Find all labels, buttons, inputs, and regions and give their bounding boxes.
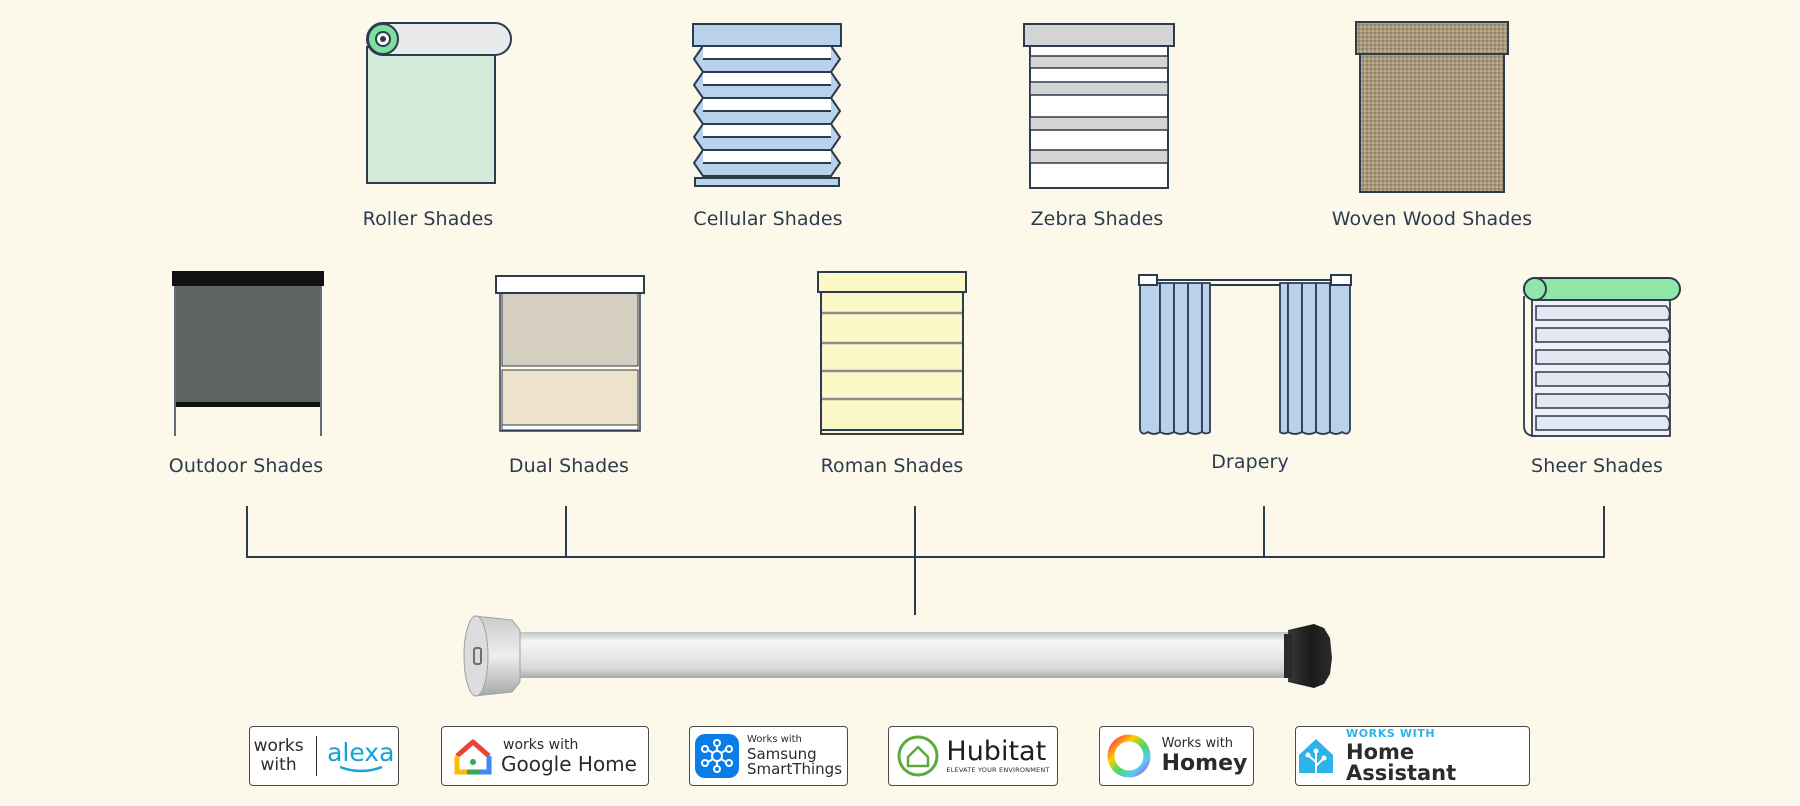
- google-works-with-text: works with: [503, 737, 579, 753]
- dual-shade-icon: [495, 275, 645, 432]
- alexa-smile-icon: [339, 765, 383, 772]
- roller-shades-label: Roller Shades: [362, 208, 494, 230]
- roman-shade-icon: [817, 271, 967, 435]
- sheer-shades-label: Sheer Shades: [1531, 455, 1663, 477]
- home-assistant-badge[interactable]: WORKS WITH Home Assistant: [1295, 726, 1530, 786]
- woven-wood-shades-label: Woven Wood Shades: [1331, 208, 1533, 230]
- outdoor-shades-label: Outdoor Shades: [168, 455, 324, 477]
- homey-badge[interactable]: Works with Homey: [1099, 726, 1254, 786]
- home-assistant-icon: [1299, 739, 1333, 773]
- roman-shades-label: Roman Shades: [820, 455, 964, 477]
- hubitat-icon: [897, 735, 939, 777]
- zebra-shades-label: Zebra Shades: [1030, 208, 1164, 230]
- cellular-shade-icon: [692, 23, 842, 187]
- hubitat-wordmark: Hubitat: [946, 736, 1047, 768]
- sheer-shade-icon: [1523, 277, 1681, 437]
- hubitat-tagline: ELEVATE YOUR ENVIRONMENT: [946, 766, 1050, 775]
- dual-shades-label: Dual Shades: [508, 455, 630, 477]
- alexa-wordmark: alexa: [327, 737, 395, 767]
- outdoor-shade-icon: [172, 271, 324, 436]
- zebra-shade-icon: [1023, 23, 1175, 189]
- smartthings-icon: [694, 734, 739, 778]
- alexa-with-text: with: [260, 755, 297, 775]
- smartthings-samsung-text: Samsung: [746, 745, 817, 763]
- homey-wordmark: Homey: [1161, 751, 1248, 776]
- homey-icon: [1107, 734, 1151, 778]
- drapery-icon: [1138, 274, 1352, 435]
- smartthings-name-text: SmartThings: [746, 760, 843, 778]
- hubitat-badge[interactable]: Hubitat ELEVATE YOUR ENVIRONMENT: [888, 726, 1058, 786]
- smartthings-badge[interactable]: Works with Samsung SmartThings: [689, 726, 848, 786]
- home-assistant-works-with-text: WORKS WITH: [1346, 727, 1436, 740]
- alexa-badge[interactable]: works with alexa: [249, 726, 399, 786]
- drapery-label: Drapery: [1211, 451, 1289, 473]
- google-home-text: Google Home: [501, 752, 637, 776]
- tubular-motor-image: [463, 615, 1332, 697]
- alexa-works-text: works: [253, 736, 304, 756]
- woven-wood-shade-icon: [1355, 21, 1509, 193]
- home-assistant-wordmark: Home Assistant: [1346, 740, 1457, 785]
- smartthings-works-with-text: Works with: [746, 734, 802, 745]
- homey-works-with-text: Works with: [1161, 736, 1234, 751]
- google-home-icon: [454, 739, 492, 775]
- google-home-badge[interactable]: works with Google Home: [441, 726, 649, 786]
- cellular-shades-label: Cellular Shades: [693, 208, 843, 230]
- roller-shade-icon: [366, 22, 512, 184]
